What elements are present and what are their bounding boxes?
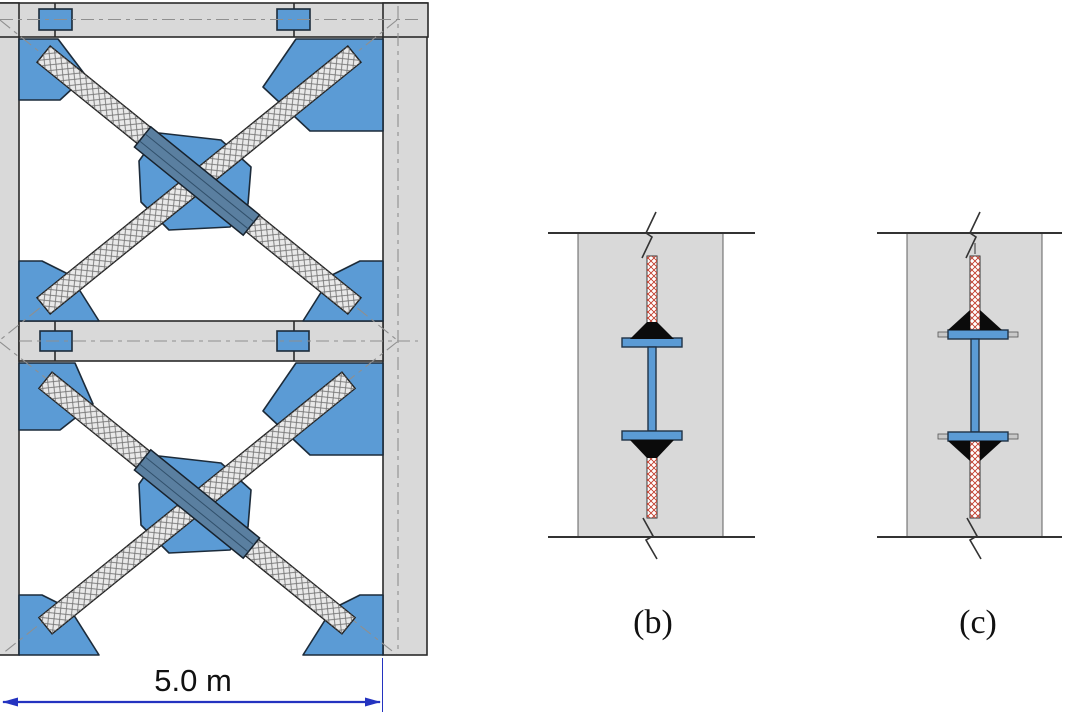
splice-plate-edge-line: [139, 140, 249, 230]
splice-plate: [133, 448, 261, 560]
break-symbols: [965, 211, 982, 560]
bottom-flange: [947, 431, 1009, 442]
shim-tab: [1007, 331, 1019, 338]
welds: [948, 310, 1002, 461]
plate-hatching: [970, 441, 980, 518]
detail-c: [877, 211, 1062, 560]
splice-plate: [133, 125, 261, 237]
i-beam-section: [947, 329, 1009, 442]
shim-tab: [1007, 433, 1019, 440]
web: [647, 346, 657, 432]
arrowhead-left: [2, 697, 18, 707]
weld-fillet: [948, 441, 970, 461]
splice-plate-body: [133, 125, 261, 237]
welds: [630, 322, 674, 458]
label-c: (c): [959, 604, 997, 641]
label-b: (b): [633, 604, 673, 641]
dimension: [2, 658, 383, 712]
weld-fillet: [948, 310, 970, 330]
detail-b: [548, 211, 755, 560]
break-symbol: [642, 517, 658, 560]
break-symbol: [965, 211, 981, 259]
plate-hatching: [970, 256, 980, 330]
shim-tab: [937, 433, 949, 440]
splice-plate-edge-line: [139, 463, 249, 553]
break-symbols: [641, 211, 658, 560]
flange-shim-tabs: [937, 331, 1019, 440]
top-flange: [947, 329, 1009, 340]
top-flange: [621, 337, 683, 348]
splice-plate-edge-line: [144, 456, 255, 546]
arrowhead-right: [365, 697, 381, 707]
web: [970, 338, 980, 433]
bottom-flange: [621, 430, 683, 441]
break-symbol: [641, 211, 657, 259]
shim-tab: [937, 331, 949, 338]
right-column: [382, 2, 428, 656]
weld-fillet: [980, 310, 1002, 330]
plate-hatching: [647, 256, 657, 332]
break-symbol: [966, 517, 982, 560]
weld-fillet: [630, 322, 674, 339]
splice-plate-edge-line: [144, 133, 255, 223]
plate-hatching: [647, 446, 657, 518]
dimension-label: 5.0 m: [154, 663, 232, 698]
left-column: [0, 2, 20, 656]
weld-fillet: [630, 440, 674, 458]
braced-frame-elevation: 5.0 m: [0, 2, 429, 712]
splice-plate-body: [133, 448, 261, 560]
weld-fillet: [980, 441, 1002, 461]
